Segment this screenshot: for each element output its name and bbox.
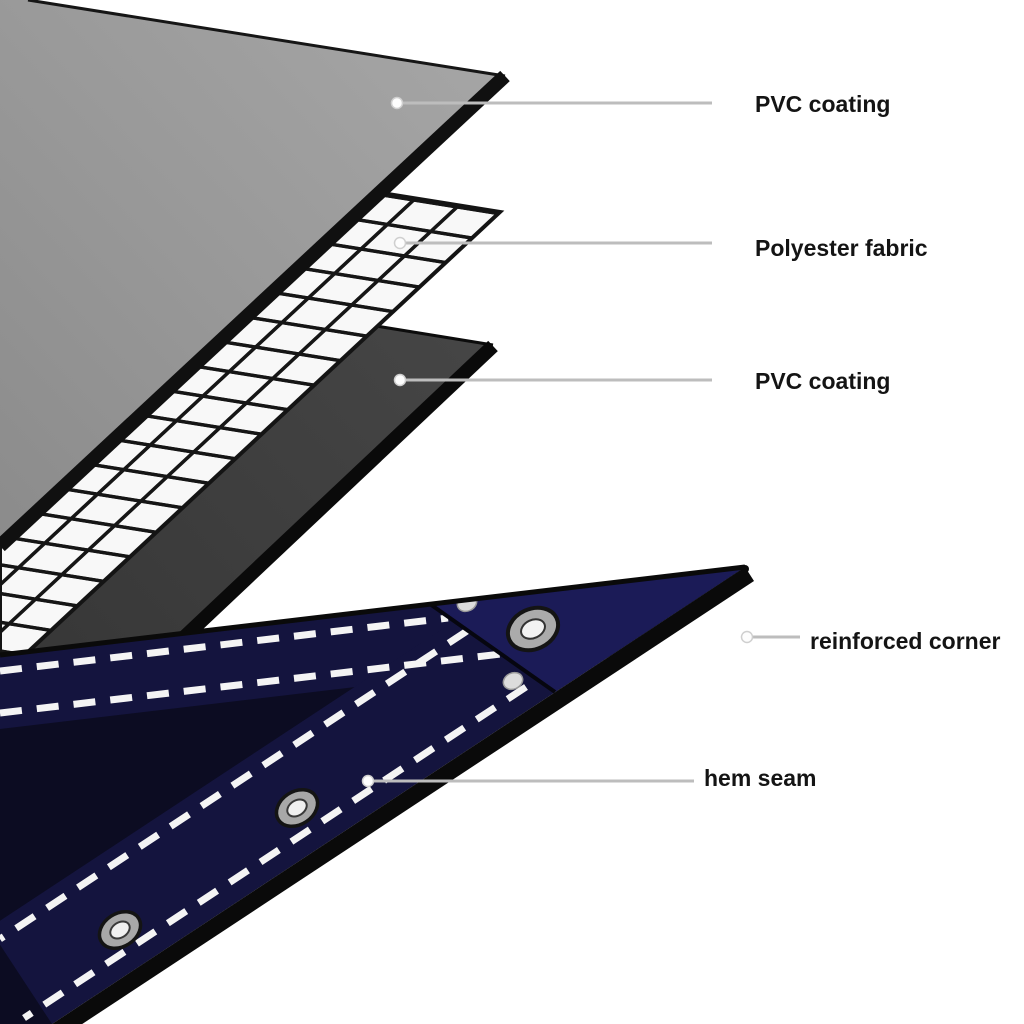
corner-patch-seam [428,602,557,694]
stitch-line-edge-inner [0,628,469,942]
tarp-corner [0,564,754,1024]
callout-dot-reinforced-corner [740,630,754,644]
tarp-corner-tip [741,565,749,573]
callout-dot-pvc-top [390,96,404,110]
stitch-line-edge-outer [22,684,528,1021]
pvc-top-top-edge [27,0,506,78]
tarp-thickness-edge [52,567,754,1024]
layer-pvc-coating-top [0,0,510,552]
stitch-line-top-inner [0,650,502,717]
callout-label-pvc-bottom: PVC coating [755,368,890,394]
pvc-top-thickness-edge [0,70,510,552]
callout-dot-hem-seam [361,774,375,788]
callout-label-polyester: Polyester fabric [755,235,928,261]
grommet-edge-2 [97,909,143,951]
tarp-top-edge [0,564,746,658]
callout-pvc-top: PVC coating [390,91,890,117]
pvc-top-surface [0,0,505,545]
callout-label-reinforced-corner: reinforced corner [810,628,1000,654]
grommet-large-hole [520,618,546,640]
callout-reinforced-corner: reinforced corner [740,628,1000,654]
grommet-edge-1 [274,787,320,829]
callout-label-pvc-top: PVC coating [755,91,890,117]
grommet-edge-2-hole [109,920,131,940]
callout-hem-seam: hem seam [361,765,817,791]
reinforced-corner-patch [430,567,745,692]
callout-dot-polyester [393,236,407,250]
corner-rivet-2 [502,671,524,691]
callout-polyester-fabric: Polyester fabric [393,235,928,261]
grommet-edge-1-hole [286,798,308,818]
callout-label-hem-seam: hem seam [704,765,817,791]
callout-pvc-bottom: PVC coating [393,368,890,394]
callout-dot-pvc-bottom [393,373,407,387]
grommet-large [505,605,561,653]
stitch-line-top-outer [0,614,449,675]
